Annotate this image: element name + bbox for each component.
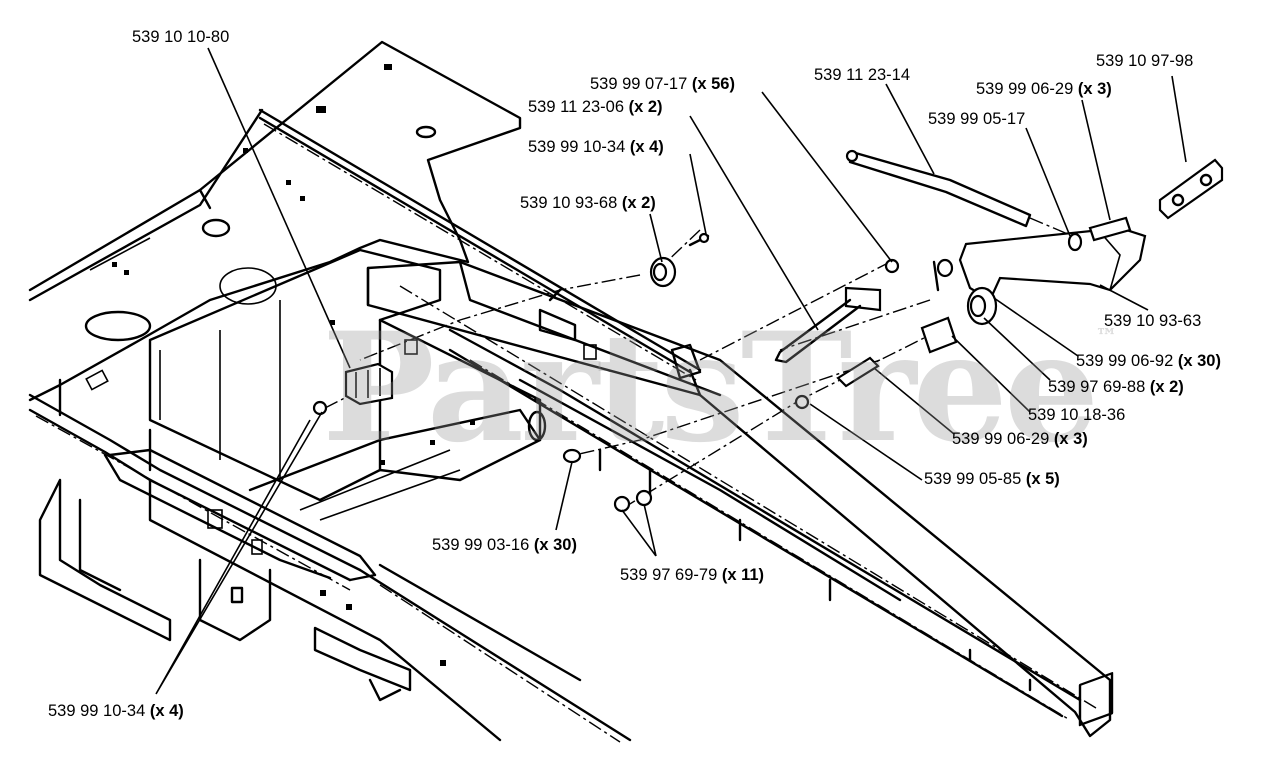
tow-tube bbox=[366, 260, 1114, 738]
callout-label[interactable]: 539 11 23-14 bbox=[814, 66, 911, 84]
callout-label[interactable]: 539 99 06-92 (x 30) bbox=[1076, 352, 1221, 370]
callout-label[interactable]: 539 99 05-85 (x 5) bbox=[924, 470, 1060, 488]
frame-plate bbox=[28, 40, 522, 402]
callout-label[interactable]: 539 10 93-63 bbox=[1104, 312, 1202, 330]
callout-label[interactable]: 539 10 10-80 bbox=[132, 28, 230, 46]
callout-label[interactable]: 539 10 18-36 bbox=[1028, 406, 1126, 424]
leader-lines bbox=[155, 47, 1187, 695]
callout-label[interactable]: 539 99 06-29 (x 3) bbox=[952, 430, 1088, 448]
callout-label[interactable]: 539 97 69-88 (x 2) bbox=[1048, 378, 1184, 396]
callout-label[interactable]: 539 11 23-06 (x 2) bbox=[528, 98, 663, 116]
callout-label[interactable]: 539 97 69-79 (x 11) bbox=[620, 566, 765, 584]
callout-label[interactable]: 539 99 10-34 (x 4) bbox=[48, 702, 184, 720]
callout-label[interactable]: 539 99 06-29 (x 3) bbox=[976, 80, 1112, 98]
callout-label[interactable]: 539 99 03-16 (x 30) bbox=[432, 536, 577, 554]
callout-label[interactable]: 539 10 97-98 bbox=[1096, 52, 1194, 70]
callout-label[interactable]: 539 10 93-68 (x 2) bbox=[520, 194, 656, 212]
callout-label[interactable]: 539 99 05-17 bbox=[928, 110, 1026, 128]
callout-label[interactable]: 539 99 10-34 (x 4) bbox=[528, 138, 664, 156]
callout-label[interactable]: 539 99 07-17 (x 56) bbox=[590, 75, 735, 93]
